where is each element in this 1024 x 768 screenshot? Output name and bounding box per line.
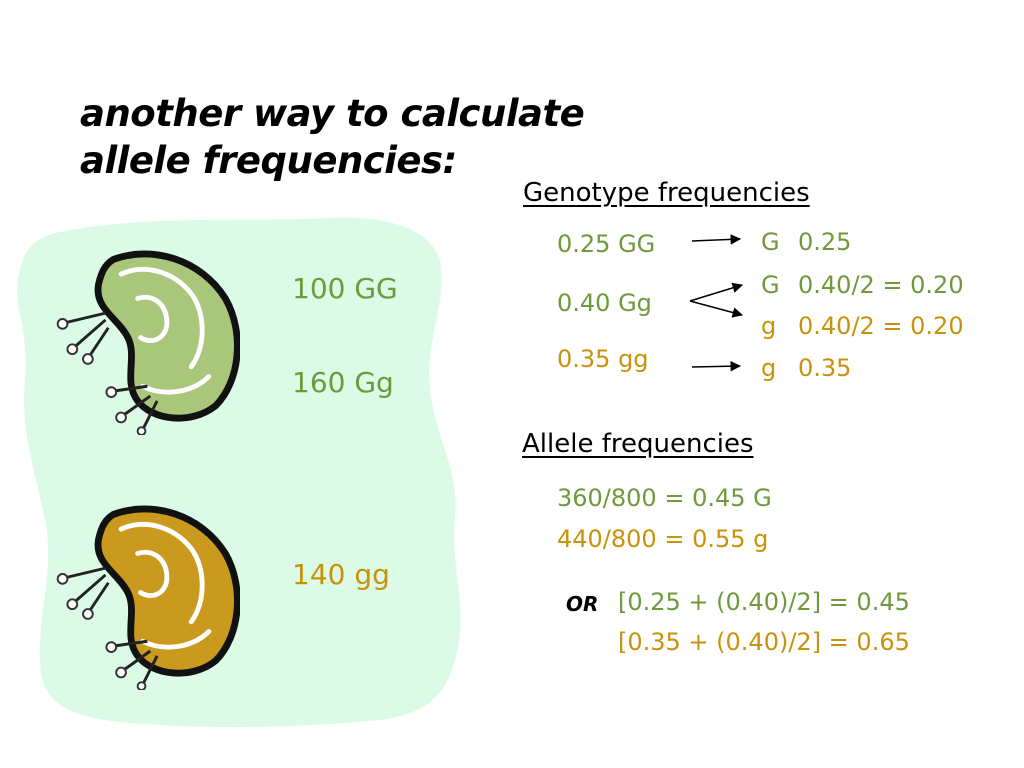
allele-g-dominant-calc: 360/800 = 0.45 G [557,484,772,512]
alt-calc-dominant: [0.25 + (0.40)/2] = 0.45 [618,588,910,616]
allele-value-4: 0.35 [798,354,852,382]
population-gg-homozygous-dominant: 100 GG [292,272,398,305]
frog-gold-icon [56,505,240,690]
title-line-2: allele frequencies: [80,139,457,182]
allele-symbol-3: g [761,312,777,340]
genotype-gg-frequency: 0.25 GG [557,230,656,258]
arrow-gg-to-g [691,234,742,245]
frog-green-icon [56,250,240,435]
allele-value-3: 0.40/2 = 0.20 [798,312,964,340]
alt-calc-recessive: [0.35 + (0.40)/2] = 0.65 [618,628,910,656]
arrow-gg-rec-to-g [691,360,742,372]
genotype-gg-het-frequency: 0.40 Gg [557,289,652,317]
allele-value-2: 0.40/2 = 0.20 [798,271,964,299]
allele-symbol-2: G [761,271,780,299]
title-line-1: another way to calculate [80,92,585,135]
or-label: OR [566,592,599,616]
allele-frequencies-heading: Allele frequencies [522,429,754,459]
allele-symbol-4: g [761,354,777,382]
allele-g-recessive-calc: 440/800 = 0.55 g [557,525,769,553]
page-title: another way to calculate allele frequenc… [80,90,585,184]
population-gg-homozygous-recessive: 140 gg [292,558,390,591]
allele-value-1: 0.25 [798,228,852,256]
arrow-gg-het-to-g [689,282,744,302]
allele-symbol-1: G [761,228,780,256]
genotype-gg-rec-frequency: 0.35 gg [557,345,649,373]
population-gg-heterozygous: 160 Gg [292,366,394,399]
arrow-gg-het-to-g-small [689,300,744,318]
genotype-frequencies-heading: Genotype frequencies [523,178,810,208]
